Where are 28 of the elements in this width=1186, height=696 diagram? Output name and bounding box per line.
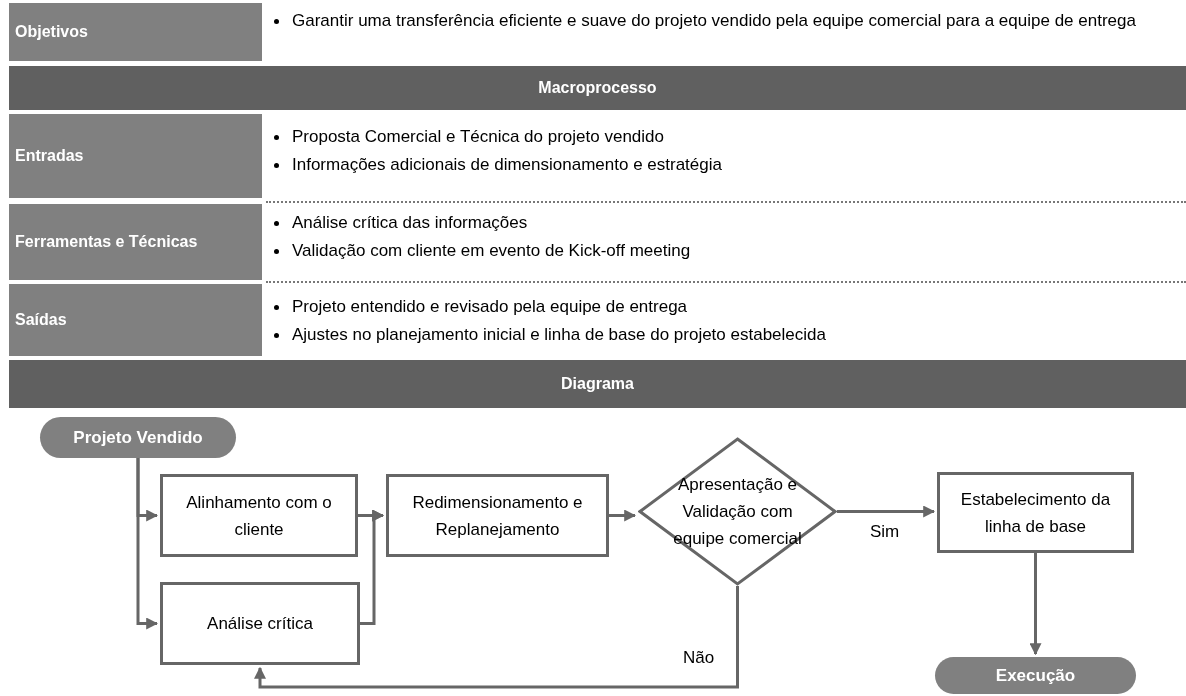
terminal-pill: Execução (935, 657, 1136, 694)
terminal-pill: Projeto Vendido (40, 417, 236, 458)
bullet-text: Proposta Comercial e Técnica do projeto vendido (292, 126, 665, 148)
process-box: Análise crítica (160, 582, 360, 665)
arrow (136, 458, 159, 630)
process-box: Estabelecimento da linha de base (937, 472, 1134, 553)
bullet-text: Garantir uma transferência eficiente e suave do projeto vendido pela equipe comercial para a equipe de entrega (292, 10, 1137, 32)
row-header: Entradas (9, 114, 262, 198)
section-header-bar: Diagrama (9, 360, 1186, 408)
arrow (360, 509, 385, 625)
row-header: Ferramentas e Técnicas (9, 204, 262, 280)
arrow (609, 509, 637, 522)
process-box: Redimensionamento e Replanejamento (386, 474, 609, 557)
decision-diamond: Apresentação e Validação com equipe comercial (638, 437, 837, 586)
bullet-text: Informações adicionais de dimensionamento e estratégia (292, 154, 723, 176)
bullet-text: Ajustes no planejamento inicial e linha de base do projeto estabelecida (292, 324, 827, 346)
arrow (254, 586, 739, 689)
section-header-bar: Macroprocesso (9, 66, 1186, 110)
edge-label: Sim (870, 522, 900, 542)
row-header: Objetivos (9, 3, 262, 61)
bullet-text: Projeto entendido e revisado pela equipe de entrega (292, 296, 689, 318)
bullet-text: Validação com cliente em evento de Kick-off meeting (292, 240, 692, 262)
arrow (837, 505, 936, 518)
process-box: Alinhamento com o cliente (160, 474, 358, 557)
edge-label: Não (683, 648, 715, 668)
row-header: Saídas (9, 284, 262, 356)
bullet-text: Análise crítica das informações (292, 212, 529, 234)
arrow (1029, 553, 1042, 656)
